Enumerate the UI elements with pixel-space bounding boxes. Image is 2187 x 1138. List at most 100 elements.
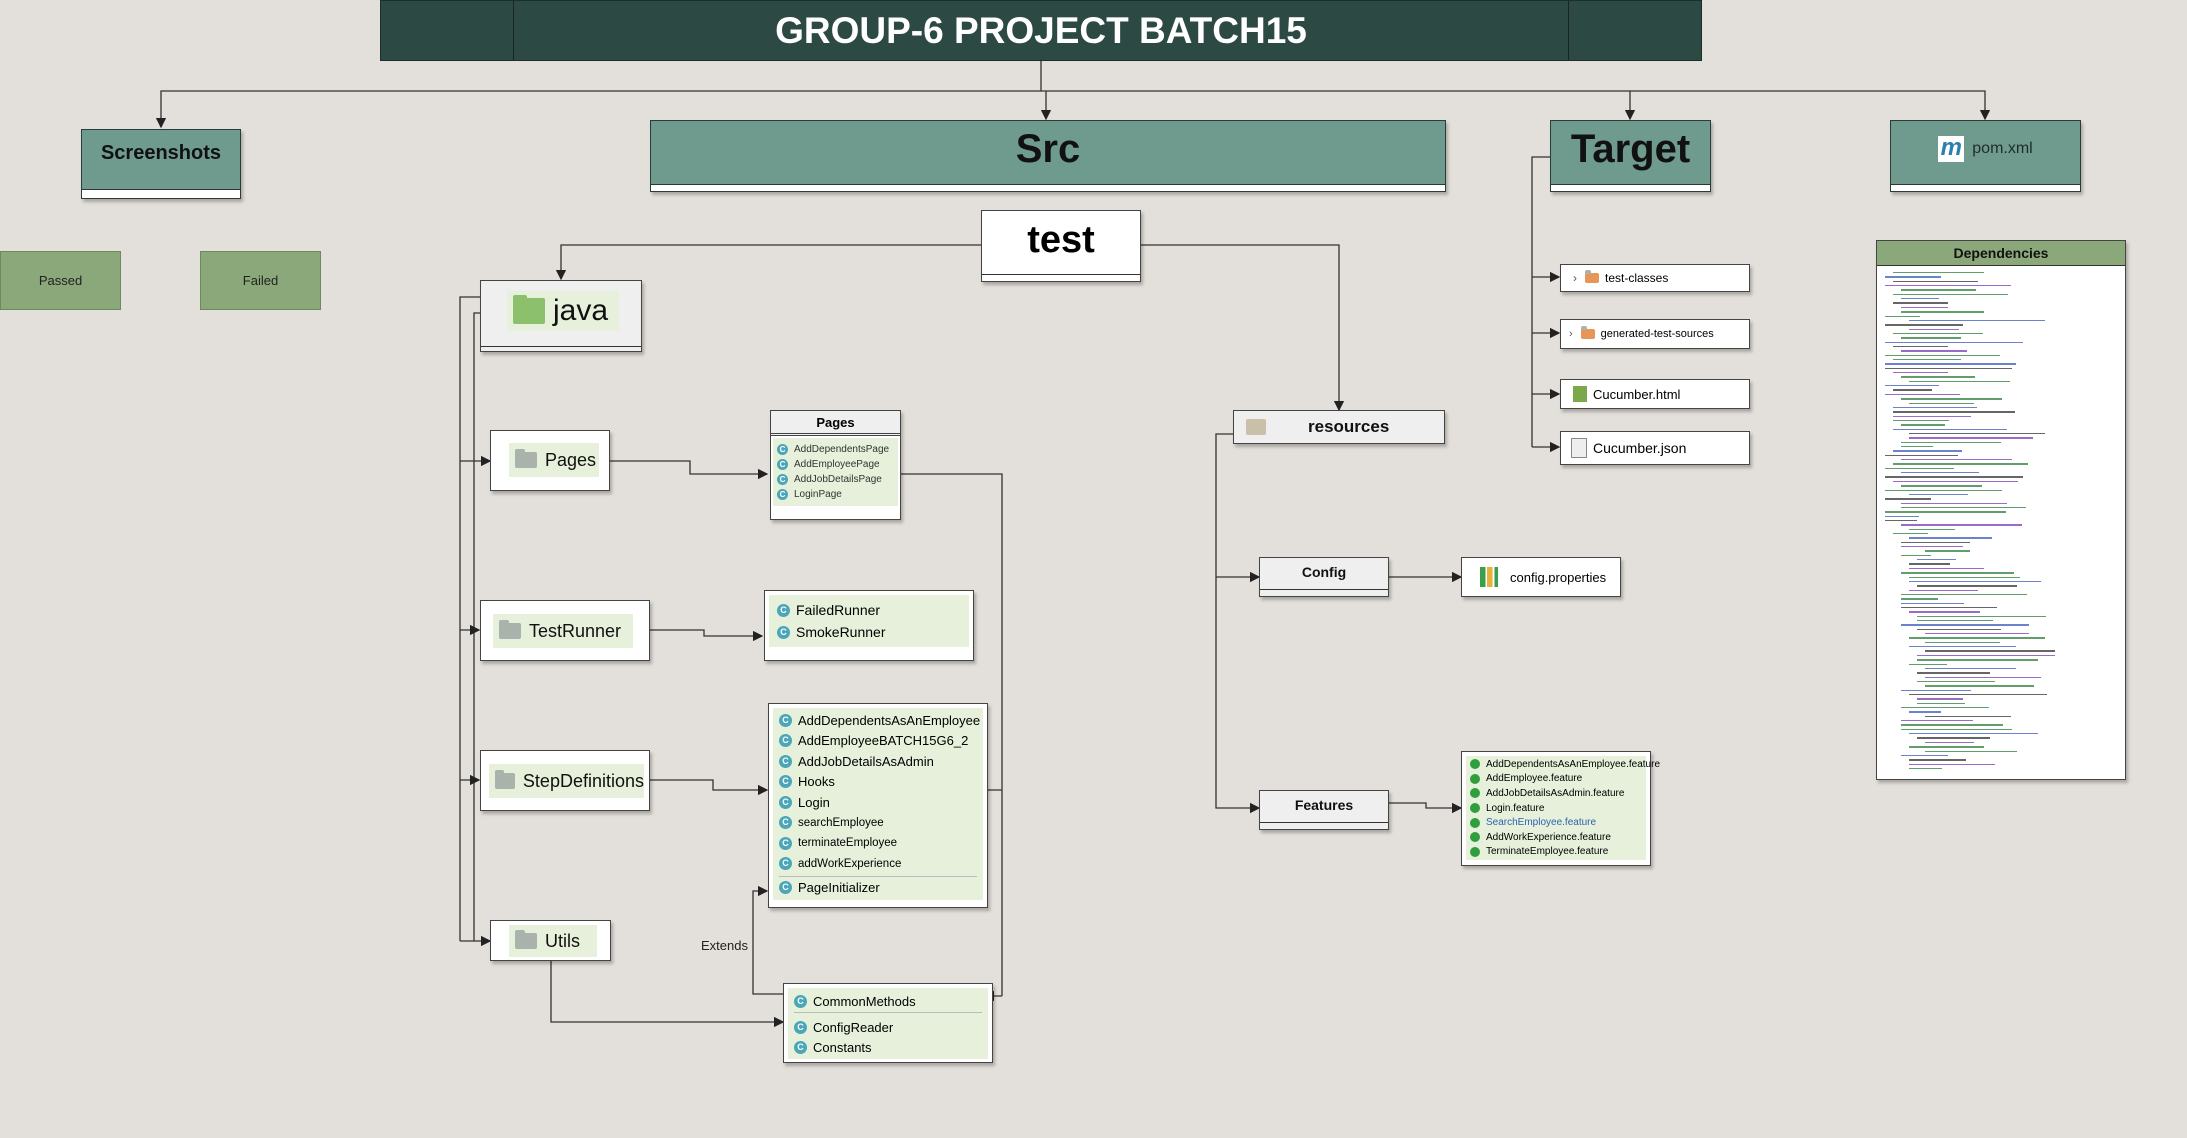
stepdef-class-name: Hooks xyxy=(798,774,835,790)
util-class-item[interactable]: C CommonMethods xyxy=(794,990,982,1013)
resources-folder-icon xyxy=(1246,419,1266,435)
xml-text-line xyxy=(1909,611,1980,613)
xml-text-line xyxy=(1885,285,2011,287)
xml-text-line xyxy=(1893,280,1978,283)
util-class-name: CommonMethods xyxy=(813,993,916,1009)
target-item-cucumber-json[interactable]: Cucumber.json xyxy=(1560,431,1750,465)
feature-file-name: AddDependentsAsAnEmployee.feature xyxy=(1486,758,1661,770)
folder-icon xyxy=(515,449,537,468)
passed-button[interactable]: Passed xyxy=(0,251,121,310)
class-name: AddDependentsPage xyxy=(794,444,890,455)
xml-text-line xyxy=(1925,685,2034,687)
class-icon: C xyxy=(779,754,792,768)
xml-text-line xyxy=(1917,672,1990,674)
feature-file-item[interactable]: Login.feature xyxy=(1470,801,1642,816)
config-node[interactable]: Config xyxy=(1259,557,1389,597)
feature-file-name: AddEmployee.feature xyxy=(1486,773,1583,785)
config-properties-label: config.properties xyxy=(1510,569,1607,585)
runner-class-icon: C xyxy=(777,625,790,639)
folder-icon xyxy=(513,295,545,324)
feature-file-item[interactable]: AddDependentsAsAnEmployee.feature xyxy=(1470,757,1660,772)
failed-button[interactable]: Failed xyxy=(200,251,321,310)
screenshots-node[interactable]: Screenshots xyxy=(81,129,241,199)
src-node[interactable]: Src xyxy=(650,120,1446,192)
target-node[interactable]: Target xyxy=(1550,120,1711,192)
test-node[interactable]: test xyxy=(981,210,1141,282)
xml-text-line xyxy=(1917,615,2046,618)
xml-text-line xyxy=(1885,315,1920,317)
stepdef-class-name: searchEmployee xyxy=(798,816,884,829)
xml-text-line xyxy=(1893,389,1932,391)
runner-class-icon: C xyxy=(777,603,790,617)
feature-file-name: TerminateEmployee.feature xyxy=(1486,846,1609,858)
feature-file-item[interactable]: TerminateEmployee.feature xyxy=(1470,845,1642,860)
xml-text-line xyxy=(1901,624,2029,626)
dependencies-panel[interactable]: Dependencies xyxy=(1876,240,2126,780)
xml-text-line xyxy=(1893,345,1948,348)
pom-node[interactable]: m pom.xml xyxy=(1890,120,2081,192)
class-icon: C xyxy=(794,994,807,1008)
xml-text-line xyxy=(1925,676,2041,678)
feature-file-item[interactable]: AddWorkExperience.feature xyxy=(1470,830,1642,845)
xml-text-line xyxy=(1925,550,1970,552)
config-properties-file[interactable]: config.properties xyxy=(1461,557,1621,597)
xml-text-line xyxy=(1885,367,2012,370)
xml-content xyxy=(1885,272,2117,777)
feature-file-name: AddJobDetailsAsAdmin.feature xyxy=(1486,787,1625,799)
class-icon: C xyxy=(779,836,792,850)
feature-file-item[interactable]: AddJobDetailsAsAdmin.feature xyxy=(1470,786,1642,801)
features-node[interactable]: Features xyxy=(1259,790,1389,830)
xml-text-line xyxy=(1901,606,1997,609)
xml-text-line xyxy=(1901,707,1989,709)
xml-text-line xyxy=(1885,498,1931,500)
xml-text-line xyxy=(1893,428,2007,430)
xml-text-line xyxy=(1909,380,2010,383)
xml-text-line xyxy=(1909,589,1978,591)
resources-node[interactable]: resources xyxy=(1233,410,1445,444)
xml-text-line xyxy=(1901,554,1931,557)
json-file-icon xyxy=(1571,438,1587,458)
xml-text-line xyxy=(1901,446,1933,448)
title-divider xyxy=(1568,1,1569,60)
node-underline xyxy=(481,346,641,347)
stepdef-class-name: AddEmployeeBATCH15G6_2 xyxy=(798,733,969,749)
xml-text-line xyxy=(1885,476,2023,478)
target-item-cucumber-html[interactable]: Cucumber.html xyxy=(1560,379,1750,409)
stepdefinitions-package-node[interactable]: StepDefinitions xyxy=(480,750,650,811)
feature-file-item[interactable]: SearchEmployee.feature xyxy=(1470,815,1642,830)
xml-text-line xyxy=(1893,406,1977,409)
target-item-generated-test-sources[interactable]: › generated-test-sources xyxy=(1560,319,1750,349)
target-item-test-classes[interactable]: › test-classes xyxy=(1560,264,1750,292)
xml-text-line xyxy=(1901,472,1979,474)
testrunner-package-node[interactable]: TestRunner xyxy=(480,600,650,661)
pages-package-node[interactable]: Pages xyxy=(490,430,610,491)
feature-file-item[interactable]: AddEmployee.feature xyxy=(1470,772,1642,787)
feature-check-icon xyxy=(1470,788,1480,799)
utils-package-node[interactable]: Utils xyxy=(490,920,611,961)
xml-text-line xyxy=(1901,337,1961,339)
xml-text-line xyxy=(1901,398,2002,400)
java-node[interactable]: java xyxy=(480,280,642,352)
